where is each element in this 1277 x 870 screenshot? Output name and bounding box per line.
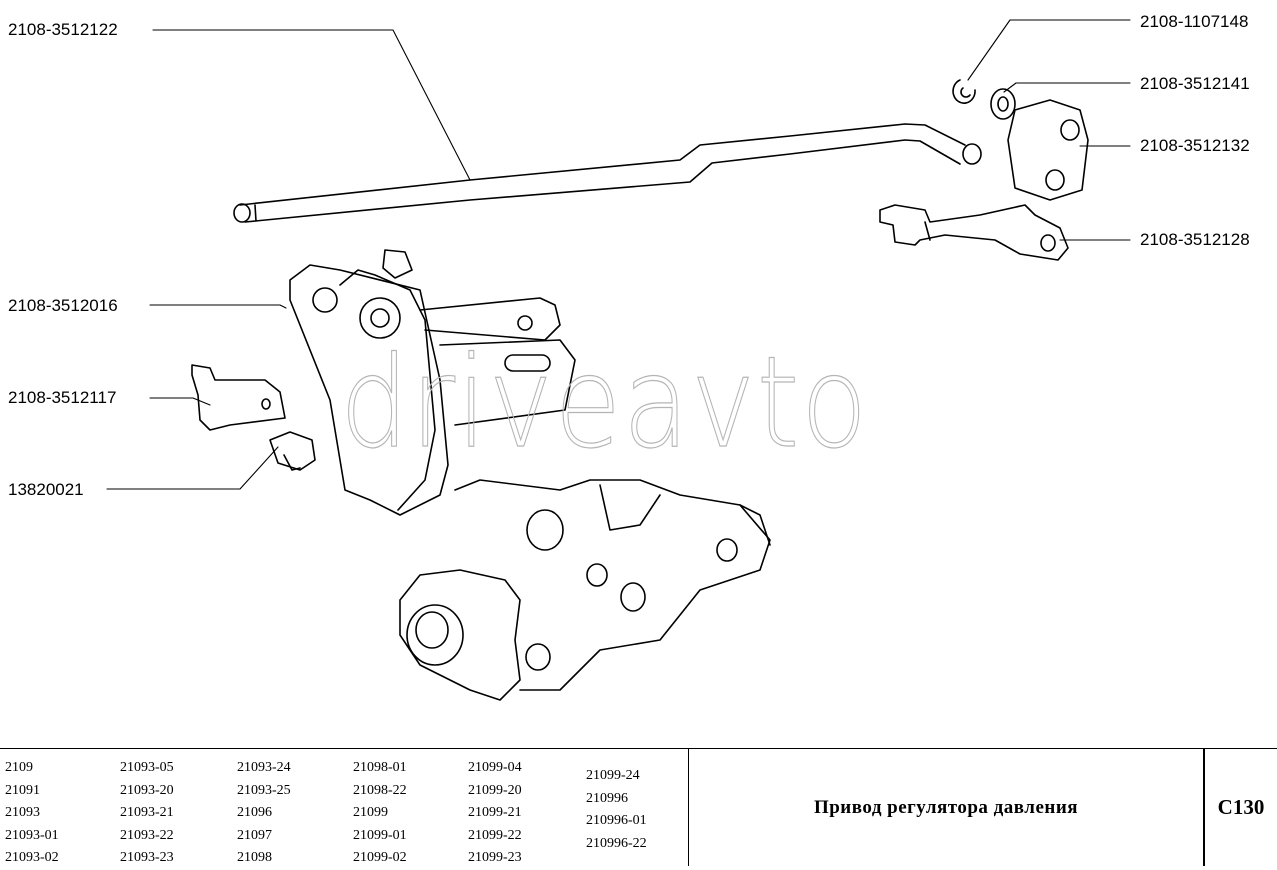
leader-lever-bracket: [149, 304, 287, 309]
leader-lock-washer: [967, 19, 1131, 81]
model-code: 21093-20: [120, 782, 174, 798]
parts-drawing: [106, 19, 1131, 701]
model-code: 21093-25: [237, 782, 291, 798]
bolt-part: [269, 431, 316, 471]
model-code: 21093-24: [237, 760, 291, 775]
model-code: 21096: [237, 805, 272, 820]
model-column-2: 21093-05 21093-20 21093-21 21093-22 2109…: [120, 757, 174, 870]
model-code: 21098: [237, 850, 272, 865]
bracket-right-part: [879, 204, 1069, 261]
title-block: 2109 21091 21093 21093-01 21093-02 21093…: [0, 748, 1277, 866]
model-code: 21099-02: [353, 850, 407, 865]
regulator-body-part: [399, 479, 771, 701]
clamp-part: [191, 364, 286, 431]
model-code: 21099-24: [586, 768, 640, 783]
model-code: 21093-01: [5, 827, 59, 843]
title-block-divider: [688, 749, 689, 866]
model-code: 21099-23: [468, 850, 522, 865]
model-column-1: 2109 21091 21093 21093-01 21093-02: [5, 757, 59, 870]
bushing-part: [1007, 99, 1089, 201]
callout-lock-washer: 2108-1107148: [1140, 12, 1249, 31]
model-code: 21093: [5, 805, 40, 820]
model-code: 21099-21: [468, 805, 522, 820]
callout-rod: 2108-3512122: [8, 20, 118, 39]
model-code: 21098-01: [353, 760, 407, 775]
model-column-5: 21099-04 21099-20 21099-21 21099-22 2109…: [468, 757, 522, 870]
model-code: 21093-21: [120, 805, 174, 820]
model-code: 210996: [586, 790, 628, 806]
model-code: 210996-01: [586, 813, 647, 828]
leader-clamp: [149, 397, 211, 406]
watermark: driveavto: [339, 329, 870, 476]
model-code: 21099: [353, 805, 388, 820]
model-code: 21093-23: [120, 850, 174, 865]
model-code: 21097: [237, 827, 272, 843]
rod-part: [233, 123, 982, 223]
callout-washer: 2108-3512141: [1140, 74, 1250, 93]
model-column-4: 21098-01 21098-22 21099 21099-01 21099-0…: [353, 757, 407, 870]
model-code: 21098-22: [353, 782, 407, 798]
model-code: 21099-22: [468, 827, 522, 843]
model-code: 21093-05: [120, 760, 174, 775]
leader-rod: [152, 29, 471, 181]
model-code: 21093-02: [5, 850, 59, 865]
model-code: 2109: [5, 760, 33, 775]
title-block-divider: [1203, 749, 1205, 866]
model-column-3: 21093-24 21093-25 21096 21097 21098: [237, 757, 291, 870]
lever-bracket-part: [289, 249, 576, 516]
model-code: 21091: [5, 782, 40, 798]
page-code: C130: [1217, 795, 1265, 819]
model-code: 21099-01: [353, 827, 407, 843]
callout-clamp: 2108-3512117: [8, 388, 117, 407]
callout-bushing: 2108-3512132: [1140, 136, 1250, 155]
callout-lever-bracket: 2108-3512016: [8, 296, 118, 315]
callout-bolt: 13820021: [8, 480, 84, 499]
leader-washer: [1003, 82, 1131, 93]
washer-part: [990, 88, 1016, 120]
model-code: 21099-20: [468, 782, 522, 798]
leader-bolt: [106, 446, 279, 490]
callout-bracket-right: 2108-3512128: [1140, 230, 1250, 249]
lock-washer-part: [952, 79, 976, 104]
leader-lines: [106, 19, 1131, 490]
model-code: 21099-04: [468, 760, 522, 775]
model-code: 210996-22: [586, 835, 647, 851]
document-title: Привод регулятора давления: [813, 797, 1079, 818]
model-column-6: 21099-24 210996 210996-01 210996-22: [586, 765, 647, 855]
model-code: 21093-22: [120, 827, 174, 843]
